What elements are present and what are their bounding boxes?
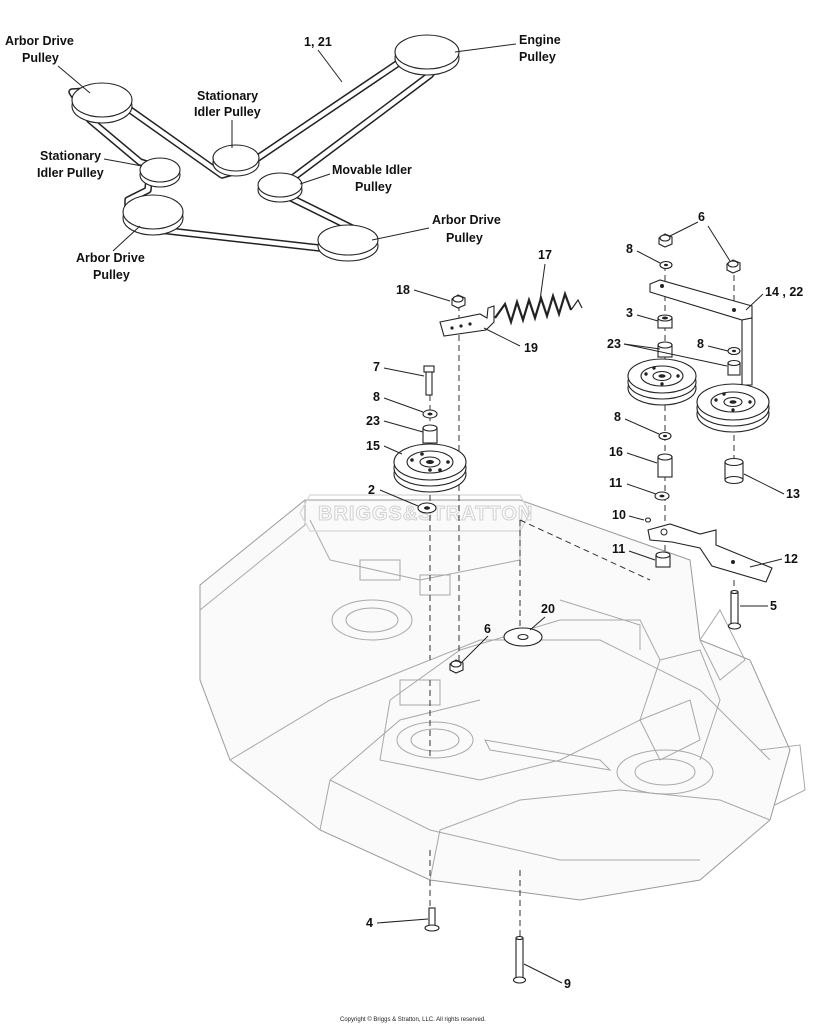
arbor-drive-pulley-right <box>317 224 379 262</box>
arbor-drive-pulley-bottom <box>122 194 184 236</box>
belt-routing: Arbor Drive Pulley 1, 21 Engine Pulley S… <box>5 33 561 282</box>
stationary-idler-pulley-mid <box>212 144 260 177</box>
label-arbor-drive-top-1: Arbor Drive <box>5 34 74 48</box>
callout-9: 9 <box>564 977 571 991</box>
nut-part-18 <box>451 294 466 309</box>
callout-15: 15 <box>366 439 380 453</box>
callout-11-b: 11 <box>612 542 625 556</box>
label-stationary-left-1: Stationary <box>40 149 101 163</box>
left-idler-assembly <box>393 290 583 984</box>
callout-19: 19 <box>524 341 538 355</box>
callouts: 17 18 19 7 8 23 15 2 20 6 4 9 6 8 14 , 2… <box>366 210 803 991</box>
copyright-text: Copyright © Briggs & Stratton, LLC. All … <box>340 1016 486 1023</box>
bushing-part-3 <box>657 314 673 329</box>
watermark-text: BRIGGS&STRATTON <box>318 503 533 525</box>
label-arbor-bottom-1: Arbor Drive <box>76 251 145 265</box>
callout-16: 16 <box>609 445 623 459</box>
bolt-part-4 <box>424 907 440 932</box>
label-arbor-right-1: Arbor Drive <box>432 213 501 227</box>
bushing-part-16 <box>657 453 673 478</box>
callout-17: 17 <box>538 248 552 262</box>
spring-part-17 <box>494 290 583 326</box>
label-movable-2: Pulley <box>355 180 392 194</box>
spacer-part-23-right-b <box>727 359 741 376</box>
idler-pulley-right-a <box>627 358 697 406</box>
callout-6-right: 6 <box>698 210 705 224</box>
callout-11-a: 11 <box>609 476 622 490</box>
washer-part-8-right-b <box>727 346 741 356</box>
callout-4: 4 <box>366 916 373 930</box>
callout-3: 3 <box>626 306 633 320</box>
callout-18: 18 <box>396 283 410 297</box>
label-engine-1: Engine <box>519 33 561 47</box>
label-engine-2: Pulley <box>519 50 556 64</box>
pin-part-5 <box>727 589 742 630</box>
mower-deck <box>199 499 806 901</box>
idler-arm-plate-part-12 <box>647 523 773 583</box>
callout-10: 10 <box>612 508 626 522</box>
arbor-drive-pulley-top <box>71 82 133 124</box>
callout-20: 20 <box>541 602 555 616</box>
callout-23-right: 23 <box>607 337 621 351</box>
idler-pulley-right-b <box>696 383 770 433</box>
nut-part-6-right-b <box>726 259 741 274</box>
washer-part-11-a <box>654 491 670 501</box>
movable-idler-pulley <box>257 172 303 203</box>
bolt-part-7 <box>423 365 435 396</box>
engine-pulley <box>394 34 460 76</box>
washer-part-8-left <box>422 409 438 419</box>
nut-part-6-right-a <box>658 233 673 248</box>
callout-12: 12 <box>784 552 798 566</box>
right-idler-assembly <box>627 233 773 630</box>
label-movable-1: Movable Idler <box>332 163 412 177</box>
washer-part-8-right-a <box>659 260 673 270</box>
callout-2: 2 <box>368 483 375 497</box>
callout-6-left: 6 <box>484 622 491 636</box>
label-arbor-bottom-2: Pulley <box>93 268 130 282</box>
callout-8-right-b: 8 <box>697 337 704 351</box>
label-stationary-left-2: Idler Pulley <box>37 166 104 180</box>
callout-8-right-c: 8 <box>614 410 621 424</box>
bracket-part-19 <box>439 305 495 337</box>
label-belt-number: 1, 21 <box>304 35 332 49</box>
callout-8-left: 8 <box>373 390 380 404</box>
washer-part-11-b <box>655 551 671 568</box>
callout-13: 13 <box>786 487 800 501</box>
callout-7: 7 <box>373 360 380 374</box>
callout-14-22: 14 , 22 <box>765 285 803 299</box>
washer-part-8-right-c <box>658 431 672 441</box>
label-stationary-mid-2: Idler Pulley <box>194 105 261 119</box>
label-arbor-right-2: Pulley <box>446 231 483 245</box>
fitting-part-10 <box>644 517 652 523</box>
spacer-part-23-left <box>422 424 438 444</box>
spacer-part-23-right-a <box>657 341 673 358</box>
idler-pulley-part-15 <box>393 443 467 493</box>
idler-arm-part-14-22 <box>649 279 753 386</box>
label-arbor-drive-top-2: Pulley <box>22 51 59 65</box>
callout-8-right-a: 8 <box>626 242 633 256</box>
stationary-idler-pulley-left <box>139 157 181 188</box>
pin-part-9 <box>512 935 527 984</box>
callout-5: 5 <box>770 599 777 613</box>
callout-23-left: 23 <box>366 414 380 428</box>
label-stationary-mid-1: Stationary <box>197 89 258 103</box>
washer-part-2 <box>417 502 437 514</box>
washer-part-20 <box>503 627 543 647</box>
bushing-part-13 <box>724 457 744 485</box>
nut-part-6-left <box>449 659 464 674</box>
